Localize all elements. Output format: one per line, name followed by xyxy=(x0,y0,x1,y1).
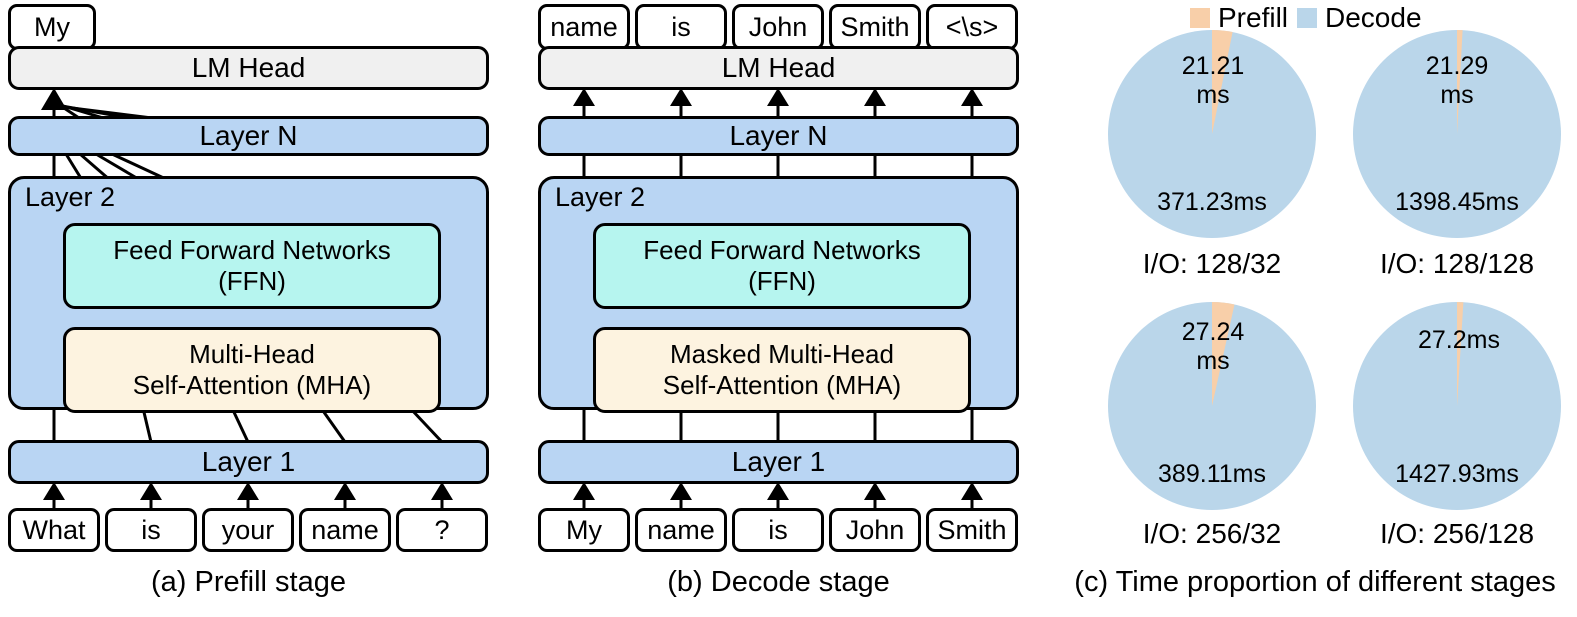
pie-slice-prefill xyxy=(1457,30,1463,134)
pie-svg xyxy=(1108,302,1316,510)
input-token-box: name xyxy=(299,508,391,552)
pie-io-label: I/O: 256/32 xyxy=(1142,518,1282,549)
ffn-box: Feed Forward Networks (FFN) xyxy=(593,223,971,309)
layer2-title: Layer 2 xyxy=(25,182,116,212)
legend-label-decode: Decode xyxy=(1325,2,1422,33)
pie-chart xyxy=(1108,302,1316,510)
input-token-box: My xyxy=(538,508,630,552)
legend-label-prefill: Prefill xyxy=(1218,2,1289,33)
pie-slice-prefill xyxy=(1212,30,1233,134)
input-token-box: your xyxy=(202,508,294,552)
mha-box: Masked Multi-Head Self-Attention (MHA) xyxy=(593,327,971,413)
output-token-box: John xyxy=(732,4,824,50)
layer-n-bar: Layer N xyxy=(538,116,1019,156)
panel-caption: (c) Time proportion of different stages xyxy=(1074,566,1556,598)
pie-io-label: I/O: 256/128 xyxy=(1379,518,1535,549)
layer-n-bar: Layer N xyxy=(8,116,489,156)
panel-caption: (a) Prefill stage xyxy=(150,566,346,598)
layer2-block: Layer 2 Feed Forward Networks (FFN) Mask… xyxy=(538,176,1019,413)
input-token-box: name xyxy=(635,508,727,552)
pie-io-label: I/O: 128/128 xyxy=(1379,248,1535,279)
pie-chart xyxy=(1353,302,1561,510)
pie-chart xyxy=(1353,30,1561,238)
layer-n-to-lm-head-arrows xyxy=(573,88,983,118)
output-token-box: is xyxy=(635,4,727,50)
lm-head-bar: LM Head xyxy=(8,46,489,90)
layer2-to-layer-n-connector xyxy=(582,154,974,180)
legend-swatch-decode xyxy=(1297,8,1318,28)
pie-svg xyxy=(1108,30,1316,238)
layer2-title: Layer 2 xyxy=(555,182,646,212)
pie-svg xyxy=(1353,302,1561,510)
input-token-box: What xyxy=(8,508,100,552)
output-token-box: <\s> xyxy=(926,4,1018,50)
legend-item-decode: Decode xyxy=(1297,2,1422,34)
layer1-to-layer2-connector xyxy=(582,408,974,442)
mha-box: Multi-Head Self-Attention (MHA) xyxy=(63,327,441,413)
layer2-block: Layer 2 Feed Forward Networks (FFN) Mult… xyxy=(8,176,489,413)
input-token-box: Smith xyxy=(926,508,1018,552)
output-token-box: name xyxy=(538,4,630,50)
layer1-to-layer2-connector xyxy=(52,406,444,444)
legend-swatch-prefill xyxy=(1190,8,1210,28)
layer1-bar: Layer 1 xyxy=(538,440,1019,484)
pie-svg xyxy=(1353,30,1561,238)
layer1-bar: Layer 1 xyxy=(8,440,489,484)
layer2-to-layer-n-connector xyxy=(52,152,169,182)
lm-head-bar: LM Head xyxy=(538,46,1019,90)
ffn-box: Feed Forward Networks (FFN) xyxy=(63,223,441,309)
pie-io-label: I/O: 128/32 xyxy=(1142,248,1282,279)
pie-legend: Prefill Decode xyxy=(1190,2,1422,34)
output-token-box: My xyxy=(8,4,96,50)
pie-chart xyxy=(1108,30,1316,238)
pie-slice-prefill xyxy=(1457,302,1464,406)
panel-caption: (b) Decode stage xyxy=(667,566,890,598)
legend-item-prefill: Prefill xyxy=(1190,2,1288,34)
input-tokens-to-layer1-arrows xyxy=(43,482,453,512)
output-token-box: Smith xyxy=(829,4,921,50)
input-token-box: is xyxy=(105,508,197,552)
input-token-box: ? xyxy=(396,508,488,552)
input-token-box: is xyxy=(732,508,824,552)
pie-slice-prefill xyxy=(1212,302,1235,406)
input-token-box: John xyxy=(829,508,921,552)
